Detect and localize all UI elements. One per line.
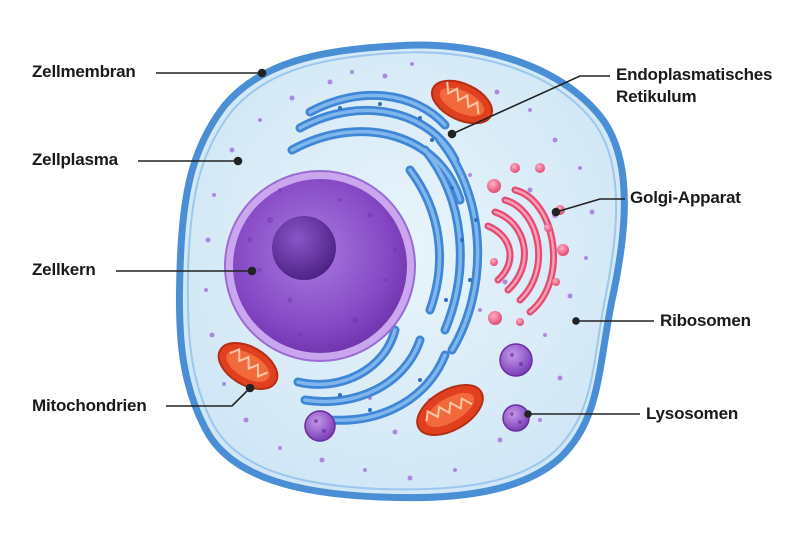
label-zellkern: Zellkern xyxy=(32,260,96,279)
label-lysosomen: Lysosomen xyxy=(646,404,739,423)
label-er-line2: Retikulum xyxy=(616,87,697,106)
leader-lines xyxy=(116,68,654,418)
label-er-line1: Endoplasmatisches xyxy=(616,65,773,84)
leader-er xyxy=(451,75,610,135)
golgi-apparatus xyxy=(484,163,569,326)
label-ribosomen: Ribosomen xyxy=(660,311,751,330)
label-zellplasma: Zellplasma xyxy=(32,150,118,169)
label-zellmembran: Zellmembran xyxy=(32,62,136,81)
label-endoplasmatisches-retikulum: Endoplasmatisches Retikulum xyxy=(616,64,772,108)
label-golgi-apparat: Golgi-Apparat xyxy=(630,188,741,207)
nucleus xyxy=(224,170,416,362)
mitochondrion-left xyxy=(217,342,279,390)
leader-golgi xyxy=(555,198,625,213)
ribosome-dots xyxy=(204,62,595,481)
leader-mitochondrien xyxy=(166,387,251,407)
endoplasmic-reticulum xyxy=(287,90,483,425)
nucleolus xyxy=(272,216,336,280)
lysosomes xyxy=(304,343,533,442)
mitochondrion-bottom xyxy=(416,384,484,436)
label-mitochondrien: Mitochondrien xyxy=(32,396,147,415)
